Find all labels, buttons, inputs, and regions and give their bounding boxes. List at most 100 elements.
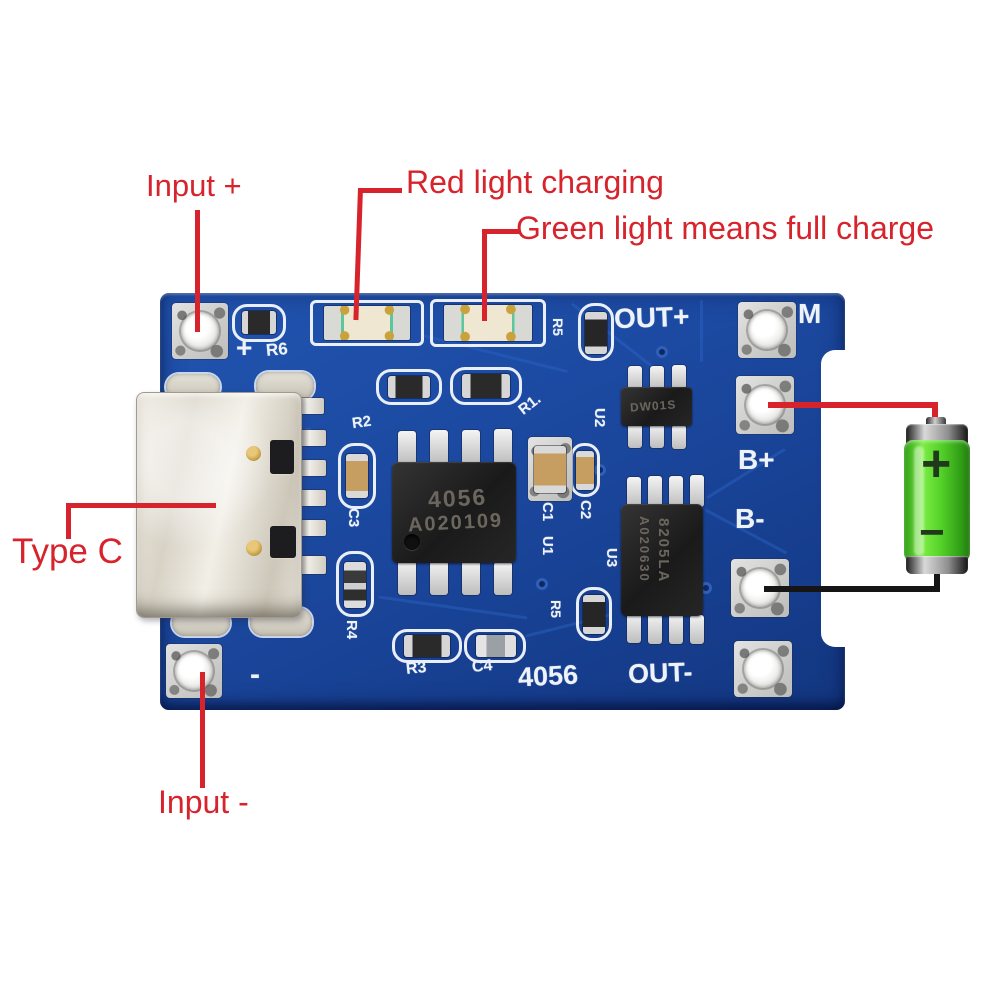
silk-r4-label: R4 <box>343 620 360 640</box>
res-outline <box>338 443 376 509</box>
u3-pin <box>690 615 704 644</box>
leader-type-c-h <box>66 503 216 508</box>
r3-outline <box>392 629 462 663</box>
res-outline <box>576 587 612 641</box>
resistor-r3 <box>404 635 450 657</box>
resistor-r1 <box>462 374 510 398</box>
silk-minus-mark: - <box>250 658 260 691</box>
u2-pin <box>628 366 642 390</box>
silk-c3-label: C3 <box>345 508 362 528</box>
leader-input-plus <box>195 210 200 332</box>
silk-model-label: 4056 <box>517 659 579 693</box>
m-hole <box>748 311 786 349</box>
led1-outline <box>310 300 424 346</box>
wire-b-plus <box>768 402 938 408</box>
silk-u2-label: U2 <box>591 408 608 428</box>
u1-pin <box>462 430 480 464</box>
u2-pin <box>672 365 686 389</box>
silk-u3-label: U3 <box>603 548 620 568</box>
usb-solder-pin <box>298 430 326 446</box>
input-minus-hole <box>175 652 213 690</box>
component-r4 <box>344 562 366 608</box>
usb-gold-dot <box>246 540 262 556</box>
u3-pin <box>627 613 641 643</box>
wire-b-minus-rise <box>934 566 940 592</box>
u1-pin <box>398 560 416 595</box>
silk-c2-label: C2 <box>577 500 594 520</box>
resistor-r5-top <box>585 312 607 354</box>
leader-green-light-h <box>482 229 520 234</box>
wire-b-minus <box>764 586 940 592</box>
input-plus-hole <box>181 312 219 350</box>
label-input-plus: Input + <box>146 168 242 203</box>
label-green-light: Green light means full charge <box>516 210 934 246</box>
u3-pin <box>690 475 704 507</box>
u3-pin <box>627 477 641 507</box>
silk-m-label: M <box>798 298 822 329</box>
resistor-r5-bottom <box>583 595 605 634</box>
u2-pin <box>672 425 686 449</box>
leader-type-c-v <box>66 503 71 539</box>
u1-pin <box>462 561 480 595</box>
u2-chip-dw01 <box>621 387 692 426</box>
led-full-charge <box>444 305 532 341</box>
silk-out-plus-label: OUT+ <box>613 300 690 335</box>
led-charging <box>324 306 410 340</box>
u3-marking-line1: 8205LA <box>655 518 672 584</box>
capacitor-c1 <box>534 446 566 493</box>
usb-solder-pin <box>298 460 326 476</box>
u2-pin <box>628 424 642 448</box>
via <box>536 578 548 590</box>
usb-post <box>270 526 296 558</box>
u3-pin <box>648 476 662 507</box>
silk-c1-label: C1 <box>539 502 556 522</box>
via <box>656 346 668 358</box>
resistor-r6 <box>242 311 276 334</box>
silk-b-plus-label: B+ <box>738 444 775 475</box>
trace <box>700 300 703 362</box>
silk-u1-label: U1 <box>539 536 556 556</box>
capacitor-c3 <box>346 454 368 498</box>
usb-gold-dot <box>246 446 261 461</box>
resistor <box>388 376 430 398</box>
u1-marking-line1: 4056 <box>427 483 488 513</box>
label-input-minus: Input - <box>158 784 249 820</box>
u2-pin <box>650 366 664 390</box>
battery-nub <box>926 417 946 427</box>
leader-green-light-v <box>482 229 487 321</box>
usb-solder-pin <box>298 520 326 536</box>
silk-r2-label: R2 <box>350 412 373 433</box>
u3-pin <box>669 614 683 644</box>
u1-pin <box>430 561 448 595</box>
pcb-edge-notch <box>821 350 851 647</box>
usb-solder-pin <box>296 398 324 414</box>
u3-marking-line2: A020630 <box>637 516 652 583</box>
usb-solder-pin <box>298 490 326 506</box>
u2-pin <box>650 424 664 448</box>
battery-plus-sign: + <box>921 435 952 493</box>
res-outline <box>578 303 614 361</box>
u3-pin <box>669 476 683 507</box>
battery-body <box>904 440 970 562</box>
res-outline <box>450 367 522 405</box>
silk-r5-bottom-label: R5 <box>548 600 564 618</box>
leader-red-light-h <box>358 188 402 193</box>
u3-pin <box>648 614 662 644</box>
res-outline <box>336 551 374 617</box>
u3-chip-8205 <box>621 504 703 616</box>
leader-input-minus <box>200 672 205 788</box>
r6-outline <box>232 304 286 342</box>
capacitor-c2 <box>576 451 594 490</box>
battery-minus-sign: − <box>919 508 945 557</box>
out-minus-hole <box>744 650 782 688</box>
silk-r5-top-label: R5 <box>550 318 566 336</box>
u1-pin <box>494 429 512 464</box>
c4-outline <box>464 629 526 663</box>
battery-gloss <box>914 446 924 556</box>
label-red-light: Red light charging <box>406 164 664 200</box>
capacitor-c4 <box>476 635 516 657</box>
silk-b-minus-label: B- <box>735 503 765 534</box>
led2-outline <box>430 299 546 347</box>
silk-r6-label: R6 <box>265 339 289 360</box>
